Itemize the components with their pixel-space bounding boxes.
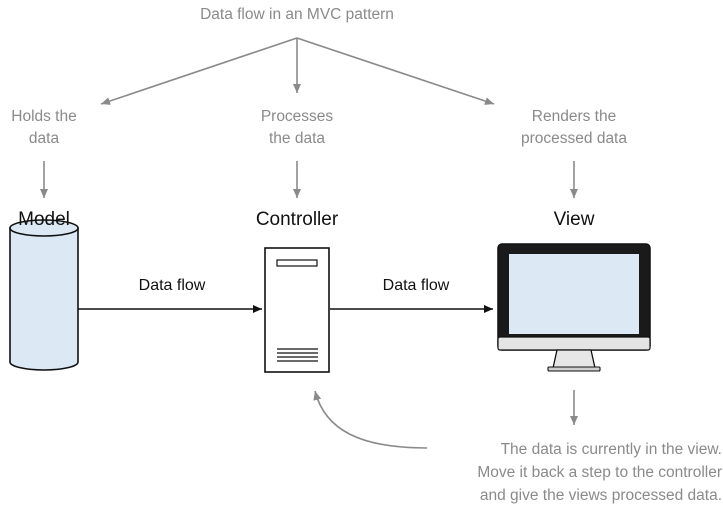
arrow-to-view-desc [296, 37, 495, 105]
flow-label-controller-view: Data flow [382, 277, 450, 294]
view-description-line-2: processed data [521, 130, 627, 147]
return-note-line-3: and give the views processed data. [479, 487, 722, 504]
monitor-icon [497, 243, 651, 372]
view-description-line-1: Renders the [531, 108, 617, 125]
model-heading: Model [18, 209, 70, 230]
view-description: Renders the processed data [499, 106, 649, 150]
return-note-line-1: The data is currently in the view. [500, 441, 722, 458]
flow-label-model-controller: Data flow [138, 277, 206, 294]
return-note: The data is currently in the view. Move … [420, 438, 722, 507]
controller-description-line-1: Processes [260, 108, 334, 125]
database-cylinder-icon [9, 219, 79, 371]
model-description-line-1: Holds the [11, 108, 77, 125]
model-description: Holds the data [0, 106, 94, 150]
controller-description-line-2: the data [268, 130, 326, 147]
server-tower-icon [264, 247, 330, 373]
controller-heading: Controller [255, 209, 339, 230]
return-note-line-2: Move it back a step to the controller [477, 464, 722, 481]
controller-description: Processes the data [237, 106, 357, 150]
diagram-title: Data flow in an MVC pattern [200, 6, 394, 23]
return-curve-arrow [313, 390, 428, 449]
view-heading: View [553, 209, 595, 230]
arrow-to-model-desc [100, 37, 298, 105]
model-description-line-2: data [28, 130, 60, 147]
title-branch-arrows [100, 37, 495, 105]
